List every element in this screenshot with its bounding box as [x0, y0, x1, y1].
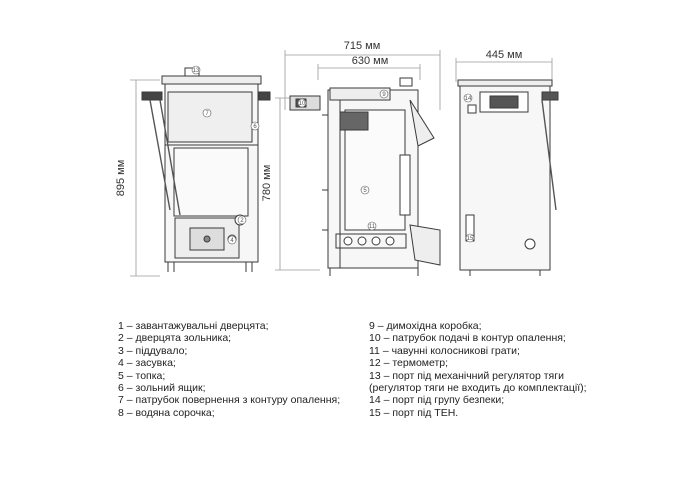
dimension-total-height: 895 мм	[115, 160, 127, 197]
legend-item: 8 – водяна сорочка;	[118, 406, 215, 419]
legend-item: (регулятор тяги не входить до комплектац…	[369, 382, 587, 395]
back-top	[457, 79, 553, 87]
legend-right: 9 – димохідна коробка; 10 – патрубок под…	[369, 320, 587, 419]
legend-item: 6 – зольний ящик;	[118, 382, 206, 395]
legend-left: 1 – завантажувальні дверцята; 2 – дверця…	[118, 320, 340, 419]
legend-item: 5 – топка;	[118, 369, 166, 382]
front-view	[141, 67, 271, 272]
boiler-drawing: 715 мм 630 мм 445 мм 895 мм 780 мм 13 7 …	[115, 40, 559, 277]
back-callouts: 14 15	[463, 93, 475, 243]
callout-6: 6	[253, 124, 257, 130]
dimension-width: 445 мм	[486, 49, 523, 61]
legend-item: 2 – дверцята зольника;	[118, 332, 232, 345]
legend-item: 12 – термометр;	[369, 357, 449, 370]
legend-item: 4 – засувка;	[118, 357, 176, 370]
dimension-body-height: 780 мм	[261, 165, 273, 202]
combustion-chamber-tag	[339, 111, 369, 131]
front-mid-panel	[173, 147, 249, 217]
legend-item: 1 – завантажувальні дверцята;	[118, 320, 269, 332]
legend-item: 7 – патрубок повернення з контуру опален…	[118, 394, 341, 407]
dimension-total-depth: 715 мм	[344, 40, 381, 52]
front-top-lid	[161, 75, 262, 85]
loading-door	[167, 91, 253, 143]
legend-item: 9 – димохідна коробка;	[369, 320, 482, 332]
legend-item: 14 – порт під групу безпеки;	[369, 394, 505, 407]
legend-item: 15 – порт під ТЕН.	[369, 406, 459, 419]
callout-9: 9	[382, 92, 386, 98]
callout-4: 4	[230, 238, 234, 244]
ash-drawer-front	[409, 224, 441, 266]
back-view	[457, 79, 559, 276]
back-body	[459, 83, 551, 271]
callout-7: 7	[205, 111, 209, 117]
callout-11: 11	[369, 224, 376, 230]
legend-item: 13 – порт під механічний регулятор тяги	[369, 369, 564, 382]
front-callouts: 13 7 2 4 6	[191, 65, 260, 245]
legend-item: 3 – піддувало;	[118, 344, 188, 357]
side-door	[409, 99, 435, 147]
front-diagonal-frame	[149, 99, 181, 216]
callout-10: 10	[299, 101, 306, 107]
side-view	[289, 77, 441, 276]
back-diagonal-frame	[541, 99, 557, 211]
callout-13: 13	[193, 68, 200, 74]
callout-15: 15	[467, 236, 474, 242]
side-callouts: 9 5 10 11	[297, 89, 389, 231]
dimension-body-depth: 630 мм	[352, 55, 389, 67]
legend-item: 11 – чавунні колосникові грати;	[369, 344, 520, 357]
smoke-box	[329, 87, 391, 101]
callout-2: 2	[240, 218, 244, 224]
callout-14: 14	[465, 96, 472, 102]
legend-item: 10 – патрубок подачі в контур опалення;	[369, 332, 566, 345]
callout-5: 5	[363, 188, 367, 194]
